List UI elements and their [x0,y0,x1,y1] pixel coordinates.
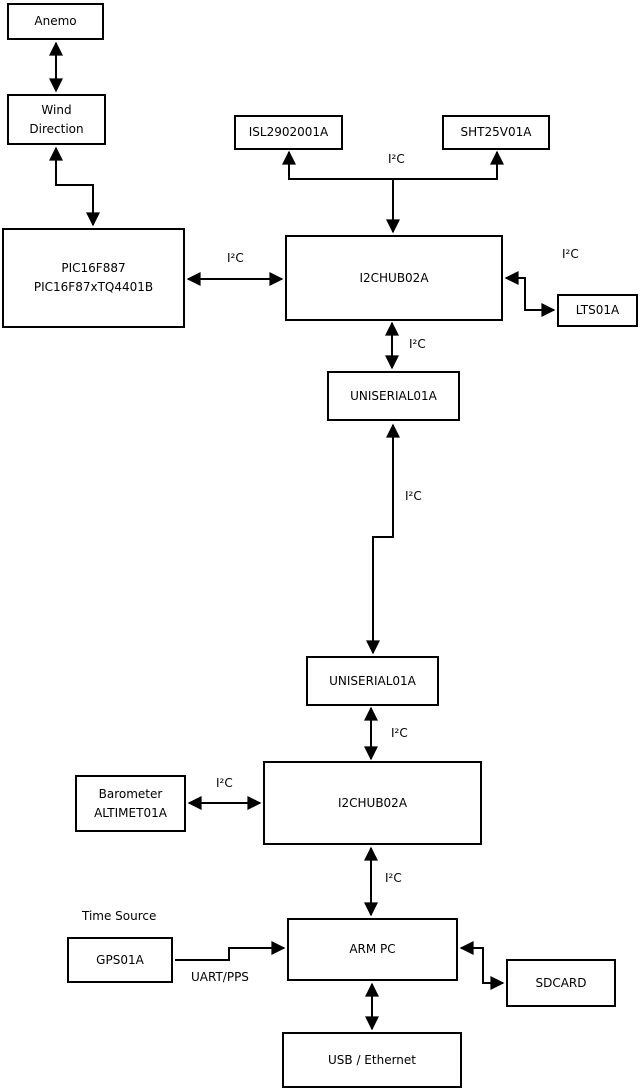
node-gps01a-label: GPS01A [96,952,144,967]
label-time-source: Time Source [82,909,157,923]
node-wind-direction-label-line2: Direction [29,121,84,136]
node-i2chub02a-top-label: I2CHUB02A [359,270,429,285]
node-usb-ethernet: USB / Ethernet [282,1032,462,1088]
label-i2c-pic-hub: I²C [227,251,244,265]
node-pic16f887-label-line1: PIC16F887 [61,261,126,275]
node-uniserial01a-top-label: UNISERIAL01A [350,388,437,403]
node-pic16f887: PIC16F887 PIC16F87xTQ4401B [2,228,185,328]
connector-uniserial-top-uniserial-bottom [366,423,400,655]
node-sdcard: SDCARD [506,959,616,1007]
node-usb-ethernet-label: USB / Ethernet [328,1052,416,1067]
node-isl2902001a-label: ISL2902001A [248,125,329,139]
node-isl2902001a: ISL2902001A [234,115,343,150]
connector-i2chub-top-lts [504,271,556,317]
node-gps01a: GPS01A [67,937,173,983]
label-i2c-hub2-arm: I²C [385,871,402,885]
connector-gps-armpc [175,941,286,961]
label-i2c-barometer: I²C [216,776,233,790]
node-lts01a-label: LTS01A [575,303,620,317]
label-i2c-hub-uniserial: I²C [409,337,426,351]
label-i2c-uniserial-hub2: I²C [391,726,408,740]
label-i2c-lts: I²C [562,247,579,261]
connector-winddirection-pic [49,146,100,227]
node-uniserial01a-bottom: UNISERIAL01A [306,656,439,706]
node-uniserial01a-top: UNISERIAL01A [327,371,460,421]
node-i2chub02a-bottom: I2CHUB02A [263,761,482,845]
node-pic16f887-label-line2: PIC16F87xTQ4401B [33,280,154,294]
node-anemo: Anemo [7,3,104,40]
node-i2chub02a-top: I2CHUB02A [285,235,503,321]
label-uart-pps: UART/PPS [191,970,249,984]
node-lts01a: LTS01A [557,294,638,327]
node-arm-pc: ARM PC [287,918,458,981]
node-wind-direction: Wind Direction [7,94,106,145]
node-anemo-label: Anemo [34,14,77,28]
node-wind-direction-label-line1: Wind [41,102,72,117]
node-arm-pc-label: ARM PC [349,942,396,956]
node-barometer-label-line2: ALTIMET01A [94,805,167,820]
node-sht25v01a-label: SHT25V01A [460,125,532,139]
node-sht25v01a: SHT25V01A [442,115,550,150]
node-i2chub02a-bottom-label: I2CHUB02A [337,795,408,810]
connector-armpc-sdcard [459,941,505,990]
node-uniserial01a-bottom-label: UNISERIAL01A [329,673,416,688]
node-barometer-label-line1: Barometer [98,786,163,801]
label-i2c-long-link: I²C [405,489,422,503]
label-i2c-branch: I²C [388,152,405,166]
node-sdcard-label: SDCARD [535,975,587,990]
node-barometer-altimet01a: Barometer ALTIMET01A [75,775,186,832]
